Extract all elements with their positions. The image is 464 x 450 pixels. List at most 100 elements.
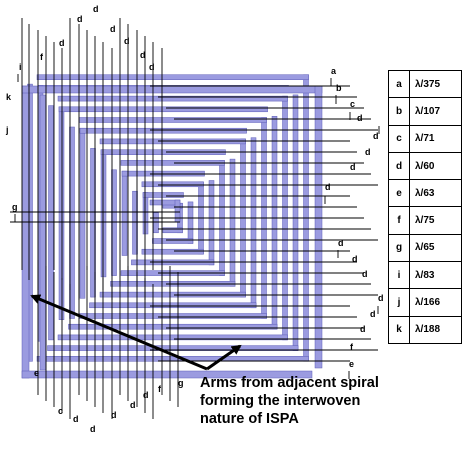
spiral-arm-segment: [187, 201, 194, 244]
spiral-arm-segment: [69, 126, 75, 319]
spiral-arm-segment: [314, 85, 323, 369]
dimension-value: λ/71: [409, 124, 462, 153]
spiral-arm-segment: [58, 106, 65, 320]
dim-label-d: d: [378, 293, 384, 303]
dim-label-d: d: [90, 424, 96, 434]
dim-label-d: d: [110, 24, 116, 34]
dim-label-d: d: [360, 324, 366, 334]
dimension-key: c: [388, 124, 410, 153]
spiral-arm-segment: [79, 127, 247, 134]
dim-label-c: c: [58, 406, 63, 416]
caption-line-3: nature of ISPA: [200, 411, 299, 427]
dim-label-d: d: [149, 62, 155, 72]
spiral-arm-segment: [89, 302, 257, 309]
spiral-arm-segment: [111, 169, 117, 276]
dim-label-d: d: [350, 162, 356, 172]
spiral-arm-segment: [79, 127, 86, 299]
dim-label-d: d: [325, 182, 331, 192]
dimension-lines: [14, 18, 380, 419]
dimension-value: λ/83: [409, 261, 462, 290]
dim-label-b: b: [336, 83, 342, 93]
spiral-arms: [21, 74, 323, 379]
dim-label-g: g: [12, 202, 18, 212]
dim-label-a: a: [331, 66, 337, 76]
spiral-arm-segment: [174, 199, 181, 223]
spiral-arm-segment: [141, 181, 204, 188]
spiral-arm-segment: [121, 170, 128, 256]
dimension-key: a: [388, 69, 410, 99]
dimension-value: λ/188: [409, 315, 462, 345]
spiral-arm-segment: [21, 370, 313, 379]
dim-label-d: d: [77, 14, 83, 24]
dimension-key: b: [388, 97, 410, 126]
spiral-arm-segment: [48, 105, 54, 341]
spiral-arm-segment: [132, 190, 138, 255]
spiral-arm-segment: [39, 94, 47, 371]
spiral-arm-segment: [153, 212, 159, 234]
dim-label-f: f: [40, 52, 44, 62]
dimension-value: λ/63: [409, 179, 462, 208]
spiral-arm-segment: [57, 334, 288, 341]
dim-label-d: d: [59, 38, 65, 48]
dim-label-k: k: [6, 92, 12, 102]
spiral-arm-segment: [58, 106, 268, 113]
dim-label-d: d: [73, 414, 79, 424]
dim-label-d: d: [357, 113, 363, 123]
dimension-value: λ/375: [409, 69, 462, 99]
dimension-value: λ/60: [409, 151, 462, 181]
spiral-arm-segment: [229, 158, 236, 287]
spiral-arm-segment: [271, 116, 278, 330]
dim-label-f: f: [350, 342, 354, 352]
dimension-key: j: [388, 288, 410, 317]
dim-label-e: e: [349, 359, 354, 369]
dim-label-d: d: [365, 147, 371, 157]
spiral-arm-segment: [292, 94, 299, 351]
dim-label-d: d: [362, 269, 368, 279]
dim-label-d: d: [124, 36, 130, 46]
spiral-arm-segment: [78, 117, 267, 123]
spiral-arm-segment: [36, 74, 309, 80]
dimension-key: g: [388, 233, 410, 263]
callout-arrow: [30, 294, 208, 371]
dim-label-c: c: [350, 99, 355, 109]
dim-label-j: j: [5, 125, 9, 135]
spiral-arm-segment: [100, 149, 107, 278]
spiral-arm-segment: [162, 227, 183, 234]
spiral-arm-segment: [142, 192, 184, 198]
callout-arrow: [206, 344, 242, 371]
dimension-key: i: [388, 261, 410, 290]
spiral-arm-segment: [57, 95, 288, 102]
dimension-key: f: [388, 206, 410, 235]
dimension-value: λ/65: [409, 233, 462, 263]
dim-label-f: f: [158, 384, 162, 394]
spiral-arm-segment: [208, 180, 215, 266]
dim-label-d: d: [370, 309, 376, 319]
spiral-arm-segment: [21, 85, 30, 379]
spiral-arm-segment: [142, 192, 149, 235]
caption-line-2: forming the interwoven: [200, 393, 360, 409]
spiral-arm-segment: [141, 248, 204, 255]
caption-line-1: Arms from adjacent spiral: [200, 375, 379, 391]
dim-label-d: d: [130, 400, 136, 410]
dim-label-i: i: [19, 62, 22, 72]
dim-label-d: d: [93, 4, 99, 14]
dimension-value: λ/166: [409, 288, 462, 317]
dimension-key: e: [388, 179, 410, 208]
dimension-value: λ/107: [409, 97, 462, 126]
dimension-value: λ/75: [409, 206, 462, 235]
dim-label-e: e: [34, 368, 39, 378]
dim-label-d: d: [338, 238, 344, 248]
spiral-arm-segment: [152, 238, 194, 244]
dim-label-d: d: [352, 254, 358, 264]
dim-label-d: d: [373, 131, 379, 141]
